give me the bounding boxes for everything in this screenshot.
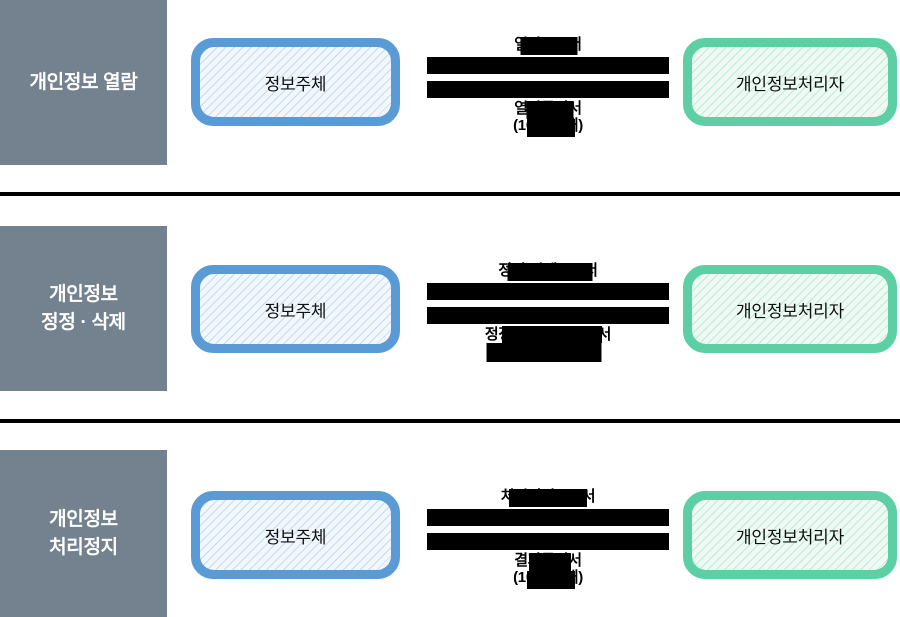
category-label-correction: 개인정보 정정 · 삭제 (41, 281, 126, 336)
actor-box-subject-suspension: 정보주체 (191, 491, 400, 579)
category-panel-access: 개인정보 열람 (0, 0, 167, 165)
actor-box-inner: 개인정보처리자 (692, 500, 888, 570)
category-line: 개인정보 열람 (29, 71, 138, 93)
flow-label-response-suspension: 결과통지서 (10일 이내) (427, 552, 669, 589)
redaction-mask (520, 37, 578, 55)
actor-box-controller-correction: 개인정보처리자 (683, 265, 897, 353)
actor-box-controller-suspension: 개인정보처리자 (683, 491, 897, 579)
category-line: 개인정보 (49, 283, 118, 305)
diagram-row-access: 개인정보 열람 정보주체 열람요구서 열람통지서 (10일 이내) (0, 0, 900, 193)
redaction-mask (529, 552, 571, 571)
actor-box-inner: 정보주체 (200, 274, 391, 344)
flow-label-request-suspension: 처리정지요구서 (427, 488, 669, 507)
redaction-mask (486, 342, 602, 362)
arrow-request-to-controller (427, 282, 669, 300)
category-line: 개인정보 (49, 508, 118, 530)
category-panel-correction: 개인정보 정정 · 삭제 (0, 226, 167, 391)
flow-label-response-access: 열람통지서 (10일 이내) (427, 100, 669, 137)
arrow-response-to-subject (427, 306, 669, 324)
actor-label-subject: 정보주체 (264, 527, 327, 547)
redaction-mask (527, 570, 575, 589)
actor-label-subject: 정보주체 (264, 74, 327, 94)
redaction-mask (509, 489, 587, 507)
actor-box-subject-access: 정보주체 (191, 38, 400, 126)
redaction-mask (502, 325, 602, 343)
actor-box-inner: 정보주체 (200, 500, 391, 570)
flow-label-request-correction: 정정·삭제요구서 (427, 262, 669, 281)
flow-group-correction: 정정·삭제요구서 정정·삭제결과통지서 (427, 262, 669, 362)
category-label-access: 개인정보 열람 (29, 69, 137, 97)
section-divider-2 (0, 419, 900, 423)
section-divider-1 (0, 192, 900, 196)
actor-box-inner: 정보주체 (200, 47, 391, 117)
actor-box-inner: 개인정보처리자 (692, 274, 888, 344)
redaction-mask (507, 263, 593, 281)
arrow-response-to-subject (427, 532, 669, 550)
flow-group-suspension: 처리정지요구서 결과통지서 (10일 이내) (427, 488, 669, 589)
arrow-request-to-controller (427, 508, 669, 526)
flow-label-request-access: 열람요구서 (427, 36, 669, 55)
flow-group-access: 열람요구서 열람통지서 (10일 이내) (427, 36, 669, 137)
redaction-mask (526, 100, 574, 119)
actor-label-controller: 개인정보처리자 (735, 301, 845, 321)
arrow-response-to-subject (427, 80, 669, 98)
actor-label-controller: 개인정보처리자 (735, 527, 845, 547)
actor-label-controller: 개인정보처리자 (735, 74, 845, 94)
flow-label-response-correction: 정정·삭제결과통지서 (427, 325, 669, 362)
actor-box-inner: 개인정보처리자 (692, 47, 888, 117)
category-line: 정정 · 삭제 (41, 311, 126, 333)
diagram-row-suspension: 개인정보 처리정지 정보주체 처리정지요구서 결과통지서 (10일 이내) (0, 450, 900, 617)
diagram-row-correction: 개인정보 정정 · 삭제 정보주체 정정·삭제요구서 정정·삭제결과통지서 (0, 226, 900, 420)
arrow-request-to-controller (427, 56, 669, 74)
redaction-mask (527, 118, 575, 137)
category-panel-suspension: 개인정보 처리정지 (0, 450, 167, 617)
actor-label-subject: 정보주체 (264, 301, 327, 321)
category-label-suspension: 개인정보 처리정지 (49, 506, 118, 561)
actor-box-controller-access: 개인정보처리자 (683, 38, 897, 126)
category-line: 처리정지 (49, 536, 118, 558)
actor-box-subject-correction: 정보주체 (191, 265, 400, 353)
